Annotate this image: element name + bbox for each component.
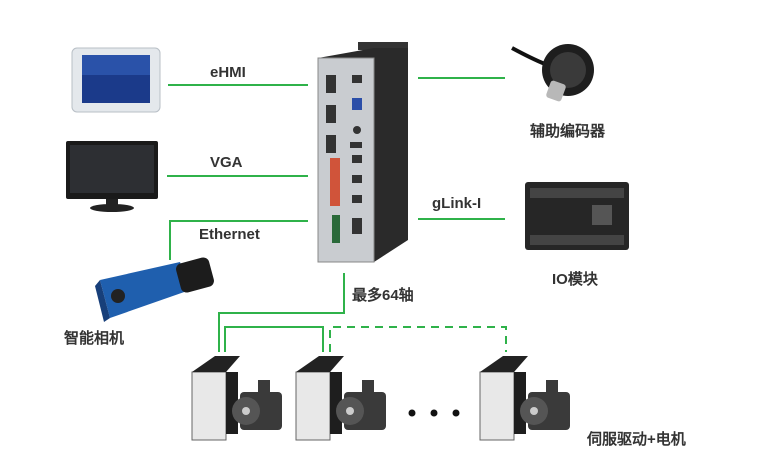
ellipsis-dots <box>408 409 460 417</box>
io-module-icon <box>525 182 629 250</box>
vga-label: VGA <box>210 154 243 171</box>
servo-drive-icon <box>191 356 528 441</box>
servo-label: 伺服驱动+电机 <box>587 431 686 448</box>
ethernet-label: Ethernet <box>199 226 260 243</box>
ehmi-label: eHMI <box>210 64 246 81</box>
ethernet-link <box>169 220 308 260</box>
encoder-label: 辅助编码器 <box>530 123 606 140</box>
servo-motor-icon <box>232 380 570 430</box>
motion-controller-icon <box>317 42 408 263</box>
touch-panel-icon <box>71 47 161 113</box>
glink-label: gLink-I <box>432 195 482 212</box>
axes-label: 最多64轴 <box>352 287 414 304</box>
io-label: IO模块 <box>552 271 598 288</box>
monitor-icon <box>66 141 158 212</box>
camera-label: 智能相机 <box>64 330 125 347</box>
axis-bus-out <box>218 273 345 352</box>
axis-bus-chain <box>224 326 324 352</box>
axis-bus-dashed <box>329 326 507 352</box>
encoder-icon <box>511 44 594 102</box>
smart-camera-icon <box>95 257 214 322</box>
